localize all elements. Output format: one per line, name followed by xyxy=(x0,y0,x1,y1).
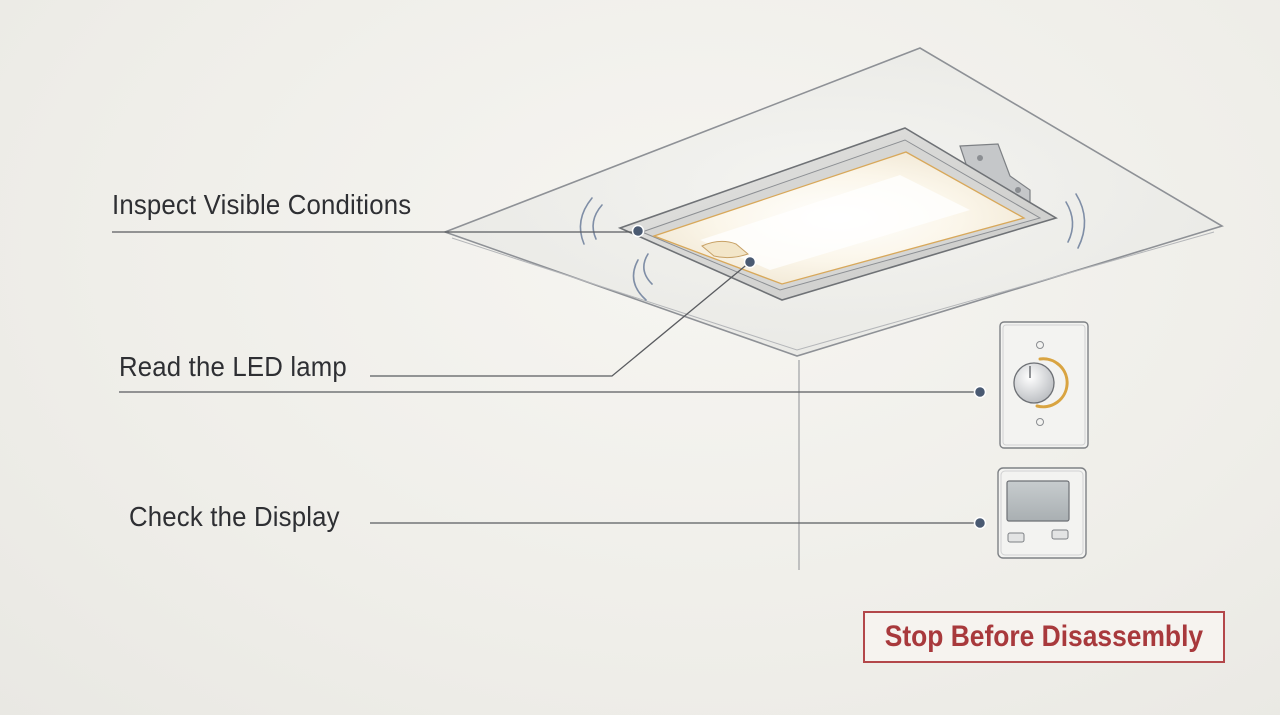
dimmer-knob xyxy=(1013,362,1055,404)
warning-text: Stop Before Disassembly xyxy=(884,620,1204,653)
display-screen xyxy=(1006,480,1070,522)
label-inspect-visible-conditions: Inspect Visible Conditions xyxy=(112,189,412,220)
bracket-screw xyxy=(977,155,983,161)
vibration-arcs-left xyxy=(579,197,653,301)
display-button-left xyxy=(1007,532,1025,543)
callout-dot-dimmer xyxy=(973,385,987,399)
led-lamp-tab xyxy=(701,240,750,259)
vibration-arcs-right xyxy=(1065,193,1086,249)
bracket-screw xyxy=(1015,187,1021,193)
led-glow-strip xyxy=(700,175,970,270)
label-read-led-lamp: Read the LED lamp xyxy=(119,351,347,382)
callout-dot-inspect xyxy=(631,224,645,238)
callout-dot-check xyxy=(973,516,987,530)
callout-dot-read xyxy=(743,255,757,269)
warning-box: Stop Before Disassembly xyxy=(863,611,1225,663)
display-button-right xyxy=(1051,529,1069,540)
label-check-display: Check the Display xyxy=(129,501,340,532)
display-unit xyxy=(997,467,1087,559)
dimmer-switch xyxy=(999,321,1089,449)
callout-line-read xyxy=(370,261,751,377)
ceiling-tile-edge xyxy=(451,231,1215,351)
